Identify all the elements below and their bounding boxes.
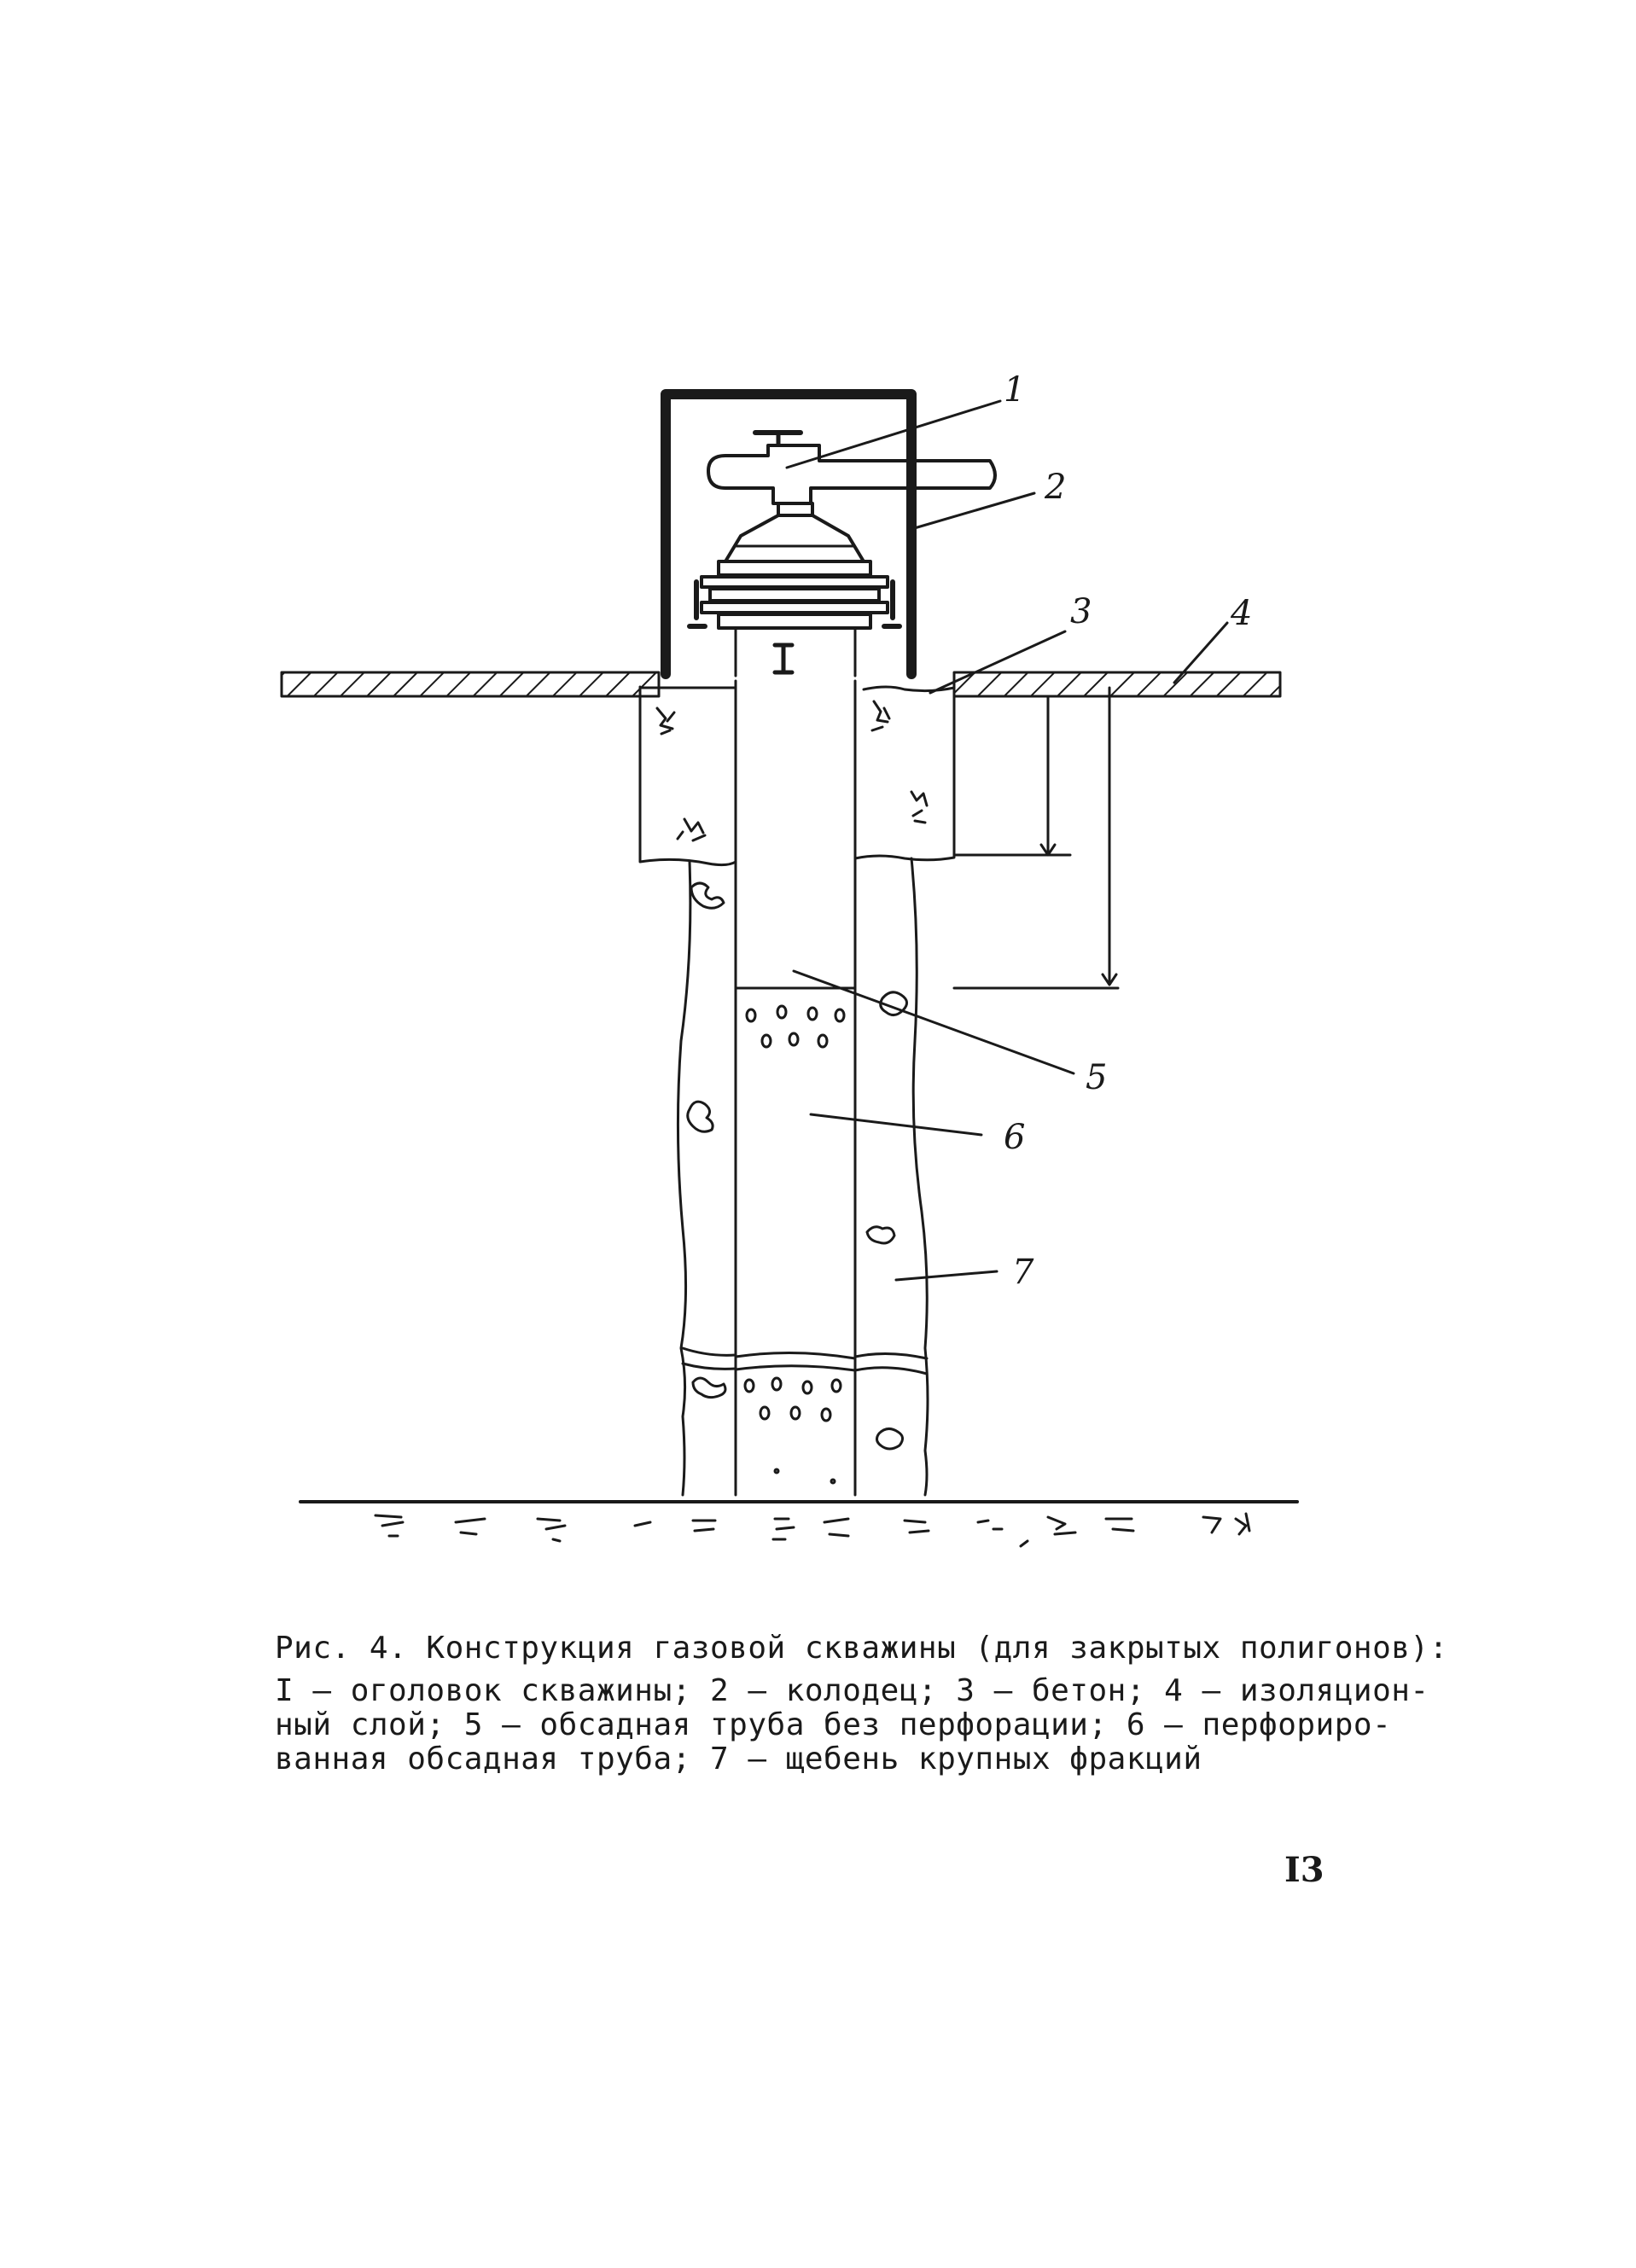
leader-3 <box>929 630 1067 695</box>
leader-2 <box>910 491 1036 531</box>
dimension-lines <box>952 686 1118 986</box>
callout-4: 4 <box>1230 594 1252 633</box>
caption-line: I – оголовок скважины; 2 – колодец; 3 – … <box>275 1673 1429 1708</box>
concrete-collar <box>638 685 956 867</box>
perforations <box>743 1004 846 1485</box>
callout-labels: 1 2 3 4 5 6 7 <box>1004 370 1252 1292</box>
callout-1: 1 <box>1004 370 1025 410</box>
callout-2: 2 <box>1044 468 1066 507</box>
callout-3: 3 <box>1070 592 1092 631</box>
caption-title: Рис. 4. Конструкция газовой скважины (дл… <box>275 1631 1448 1666</box>
well-head <box>687 430 997 677</box>
page-number: I3 <box>1284 1850 1325 1890</box>
crushed-stone-backfill <box>676 857 929 1497</box>
leader-6 <box>809 1113 983 1137</box>
casing-pipe <box>734 679 1120 1497</box>
insulation-layer <box>280 671 1282 698</box>
callout-5: 5 <box>1086 1058 1107 1097</box>
callout-6: 6 <box>1004 1118 1025 1157</box>
leader-5 <box>792 969 1075 1075</box>
ground-bottom <box>299 1500 1299 1548</box>
callout-7: 7 <box>1012 1253 1034 1292</box>
figure-caption: Рис. 4. Конструкция газовой скважины (дл… <box>275 1631 1448 1777</box>
leader-lines <box>785 399 1229 1282</box>
leader-7 <box>894 1270 998 1282</box>
caption-legend: I – оголовок скважины; 2 – колодец; 3 – … <box>275 1673 1429 1777</box>
leader-1 <box>785 399 1002 469</box>
caption-line: ванная обсадная труба; 7 – щебень крупны… <box>275 1742 1202 1777</box>
leader-4 <box>1173 621 1229 684</box>
caption-line: ный слой; 5 – обсадная труба без перфора… <box>275 1707 1392 1742</box>
well-chamber <box>661 389 917 679</box>
